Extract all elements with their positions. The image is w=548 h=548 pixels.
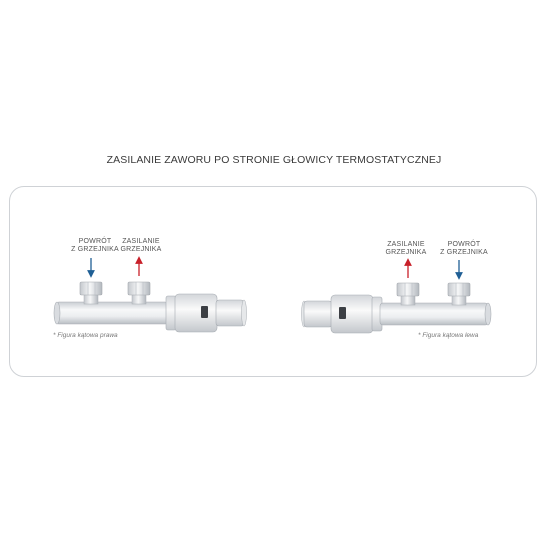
left-supply-label: ZASILANIE GRZEJNIKA [120,238,162,253]
left-valve [53,256,247,333]
right-supply-label: ZASILANIE GRZEJNIKA [385,241,427,256]
right-valve [301,258,492,334]
diagram-title: ZASILANIE ZAWORU PO STRONIE GŁOWICY TERM… [106,154,442,166]
left-valve-note: * Figura kątowa prawa [53,332,118,339]
right-return-label: POWRÓT Z GRZEJNIKA [440,241,488,256]
diagram-panel [9,186,537,377]
right-valve-note: * Figura kątowa lewa [418,332,479,339]
left-return-label: POWRÓT Z GRZEJNIKA [71,238,119,253]
